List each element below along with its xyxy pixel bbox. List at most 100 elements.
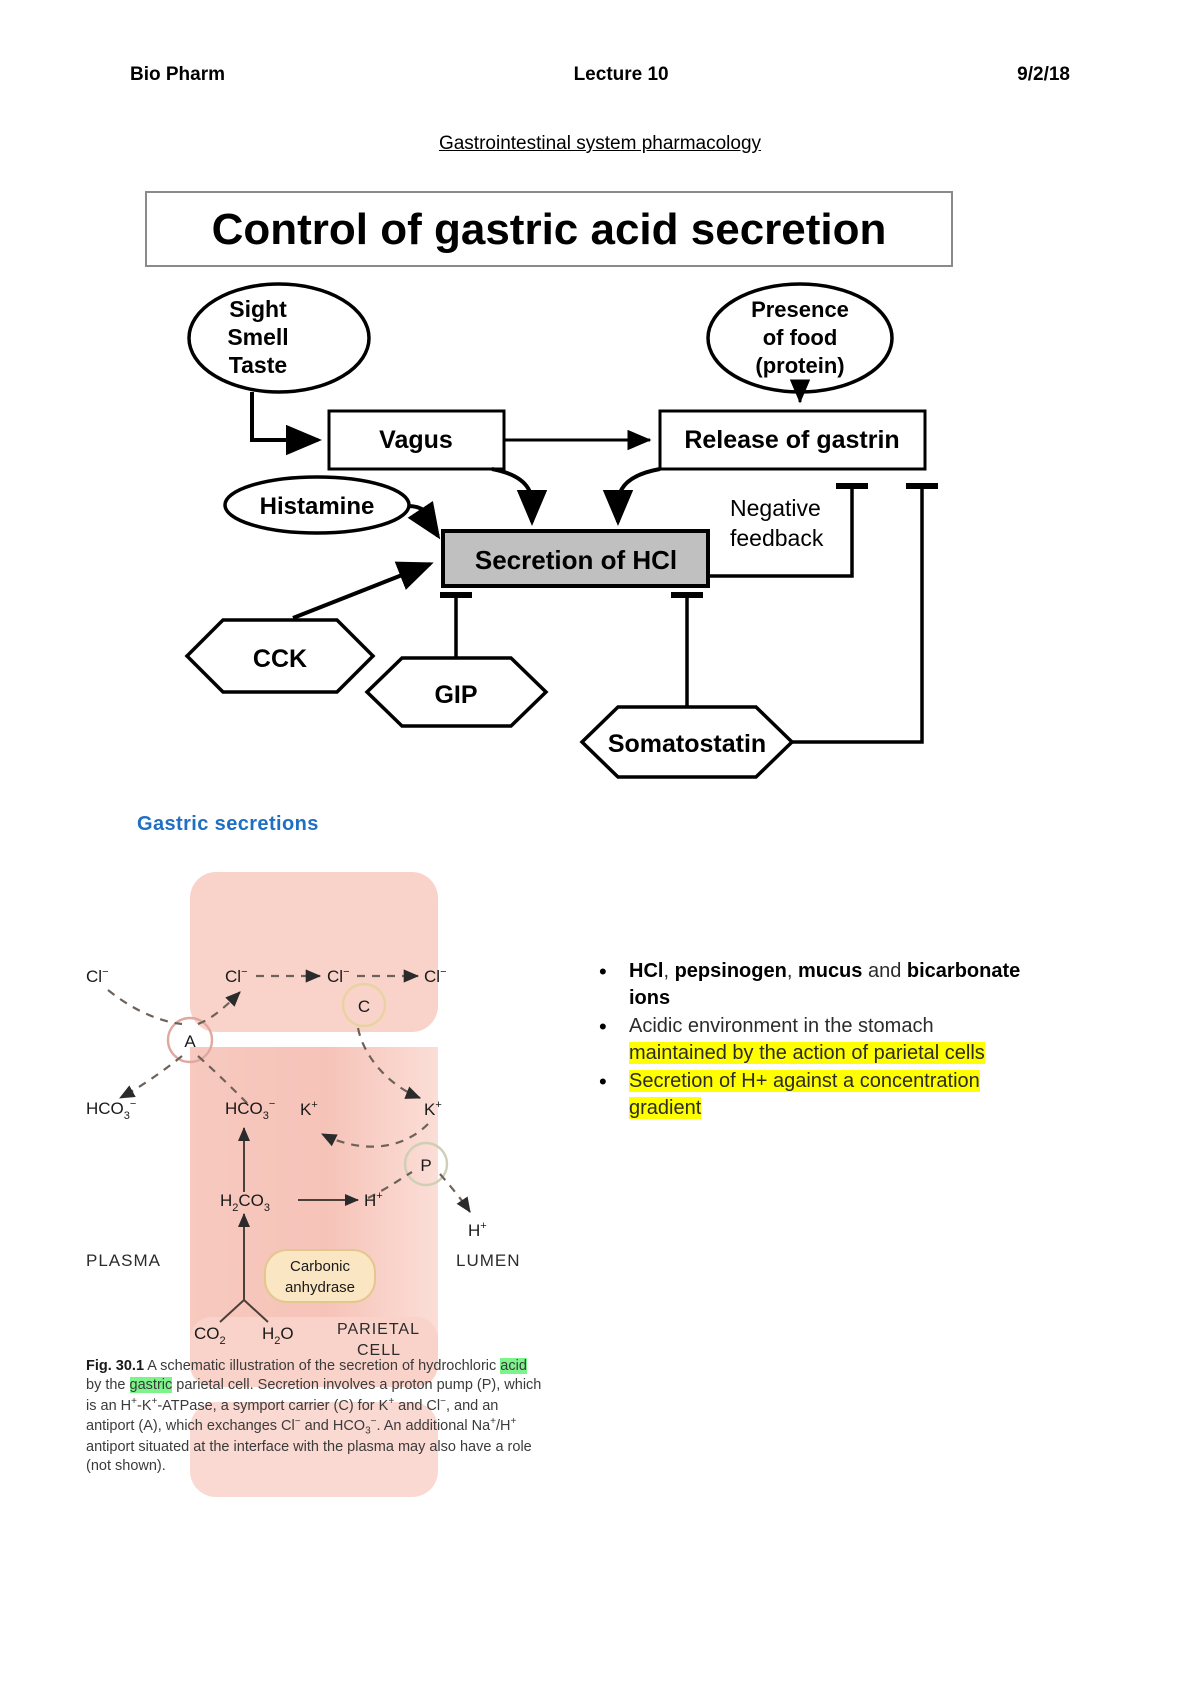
label-pump-p: P [420, 1156, 431, 1175]
edge-somatostatin-to-gastrin [792, 487, 924, 744]
parietal-cell-figure: Cl− Cl− Cl− Cl− A C K+ K+ HCO3− HCO3− P … [72, 862, 542, 1512]
arrow-antiport-to-hco3-plasma [119, 1055, 183, 1099]
arrow-antiport-to-cl-in [197, 991, 241, 1026]
label-h2co3: H2CO3 [220, 1191, 270, 1214]
label-secretion-of-hcl: Secretion of HCl [475, 545, 677, 575]
label-hco3-plasma: HCO3− [86, 1098, 136, 1122]
label-gip: GIP [434, 681, 477, 709]
label-cl-intracellular: Cl− [225, 966, 248, 986]
bullet-1-hcl: HCl [629, 960, 664, 982]
caption-t15: antiport [86, 1439, 135, 1456]
bullet-1-and: and [862, 960, 907, 982]
caption-t2: hydrochloric [418, 1358, 501, 1374]
caption-t4: parietal cell. Secretion [172, 1376, 319, 1393]
caption-t10: , and an antiport (A), which [86, 1397, 499, 1435]
label-cl-plasma: Cl− [86, 966, 109, 986]
cell-top-segment [190, 872, 438, 1032]
bullet-1-pepsinogen: pepsinogen [674, 960, 787, 982]
bullet-item-2: Acidic environment in the stomach maintai… [585, 1012, 1055, 1066]
node-secretion-of-hcl [441, 529, 710, 588]
proton-pump-p-icon [403, 1141, 449, 1187]
antiport-a-icon [166, 1016, 214, 1064]
label-lumen: LUMEN [456, 1251, 521, 1270]
header-lecture: Lecture 10 [573, 64, 669, 85]
label-k-intracellular: K+ [300, 1099, 318, 1119]
label-parietal: PARIETAL [337, 1321, 420, 1338]
gastric-acid-control-flowchart: Control of gastric acid secretion Sight … [140, 186, 960, 786]
edge-histamine-to-secretion [407, 500, 441, 540]
label-vagus: Vagus [379, 426, 453, 454]
edge-senses-to-vagus [250, 392, 322, 456]
label-cck: CCK [253, 645, 307, 673]
label-h2o: H2O [262, 1324, 294, 1347]
header-course: Bio Pharm [130, 64, 226, 85]
edge-negative-feedback [708, 487, 854, 578]
caption-t12: and HCO [300, 1418, 366, 1435]
label-hco3-intracellular: HCO3− [225, 1098, 275, 1122]
page-header: Bio Pharm Lecture 10 9/2/18 [130, 60, 1070, 90]
label-plasma: PLASMA [86, 1251, 161, 1270]
bullet-item-1: HCl, pepsinogen, mucus and bicarbonate i… [585, 957, 1055, 1011]
node-somatostatin [579, 705, 795, 779]
bullet-2-line1: Acidic environment in the stomach [629, 1015, 934, 1038]
arrow-h-in-to-pump [367, 1171, 413, 1199]
caption-t3: by the [86, 1376, 130, 1393]
node-release-of-gastrin [658, 409, 927, 471]
label-smell: Smell [227, 324, 288, 350]
edge-cck-to-secretion [292, 561, 434, 620]
caption-t17: (not shown). [86, 1457, 166, 1474]
caption-highlight-acid: acid [500, 1358, 527, 1374]
bullet-1-sep1: , [663, 960, 675, 982]
edge-vagus-to-secretion [491, 467, 548, 526]
header-date: 9/2/18 [1017, 64, 1070, 85]
bullet-1-sep2: , [786, 960, 798, 982]
arrow-cl-into-antiport [107, 989, 183, 1026]
caption-t5: involves a proton pump (P), which is an … [86, 1376, 542, 1414]
caption-figure-number: Fig. 30.1 [86, 1358, 145, 1374]
label-cl-mid: Cl− [327, 966, 350, 986]
label-h-lumen: H+ [468, 1220, 487, 1240]
caption-t6: -K [136, 1397, 152, 1414]
label-release-of-gastrin: Release of gastrin [684, 426, 899, 454]
bullet-1-bicarbonate: bicarbonate ions [629, 960, 1021, 1009]
label-co2: CO2 [194, 1324, 226, 1347]
bullet-3-line1: Secretion of H+ against a concentration [629, 1070, 980, 1093]
label-presence-2: of food [763, 325, 838, 350]
caption-t8: symport carrier (C) for K [232, 1397, 389, 1414]
label-negative-feedback-1: Negative [730, 495, 821, 521]
caption-highlight-gastric: gastric [129, 1376, 173, 1393]
edge-gastrin-to-secretion [602, 467, 661, 526]
label-sight: Sight [229, 296, 287, 322]
label-symport-c: C [358, 997, 370, 1016]
label-carbonic: Carbonic [290, 1258, 351, 1275]
figure-caption: Fig. 30.1 A schematic illustration of th… [86, 1358, 542, 1474]
arrow-symport-to-k-lumen [356, 1027, 422, 1100]
carbonic-anhydrase-pill [264, 1249, 376, 1303]
caption-t7: -ATPase, a [157, 1397, 229, 1414]
caption-t9: and Cl [394, 1397, 441, 1414]
caption-t16: situated at the interface with the plasm… [138, 1439, 532, 1456]
gastric-secretions-bullet-list: HCl, pepsinogen, mucus and bicarbonate i… [585, 957, 1055, 1124]
label-somatostatin: Somatostatin [608, 730, 766, 758]
cell-bottom-segment [190, 1402, 438, 1497]
label-histamine: Histamine [260, 493, 375, 520]
bullet-1-mucus: mucus [797, 960, 863, 982]
document-subtitle: Gastrointestinal system pharmacology [438, 133, 762, 154]
node-sight-smell-taste [187, 282, 371, 394]
label-taste: Taste [229, 352, 287, 378]
node-cck [184, 618, 376, 694]
bullet-item-3: Secretion of H+ against a concentration g… [585, 1067, 1055, 1121]
bullet-2-line2: maintained by the action of parietal cel… [629, 1041, 985, 1064]
label-presence-1: Presence [751, 297, 849, 322]
label-anhydrase: anhydrase [285, 1279, 355, 1296]
flowchart-title: Control of gastric acid secretion [212, 205, 887, 254]
section-heading-gastric-secretions: Gastric secretions [137, 813, 319, 835]
symport-c-icon [341, 982, 387, 1028]
caption-t1: A schematic illustration of the secretio… [147, 1358, 415, 1374]
label-presence-3: (protein) [755, 353, 844, 378]
label-negative-feedback-2: feedback [730, 525, 824, 551]
arrow-pump-to-h-lumen [439, 1173, 471, 1213]
label-antiport-a: A [184, 1032, 196, 1051]
label-k-lumen: K+ [424, 1099, 442, 1119]
bullet-3-line2: gradient [629, 1096, 702, 1119]
